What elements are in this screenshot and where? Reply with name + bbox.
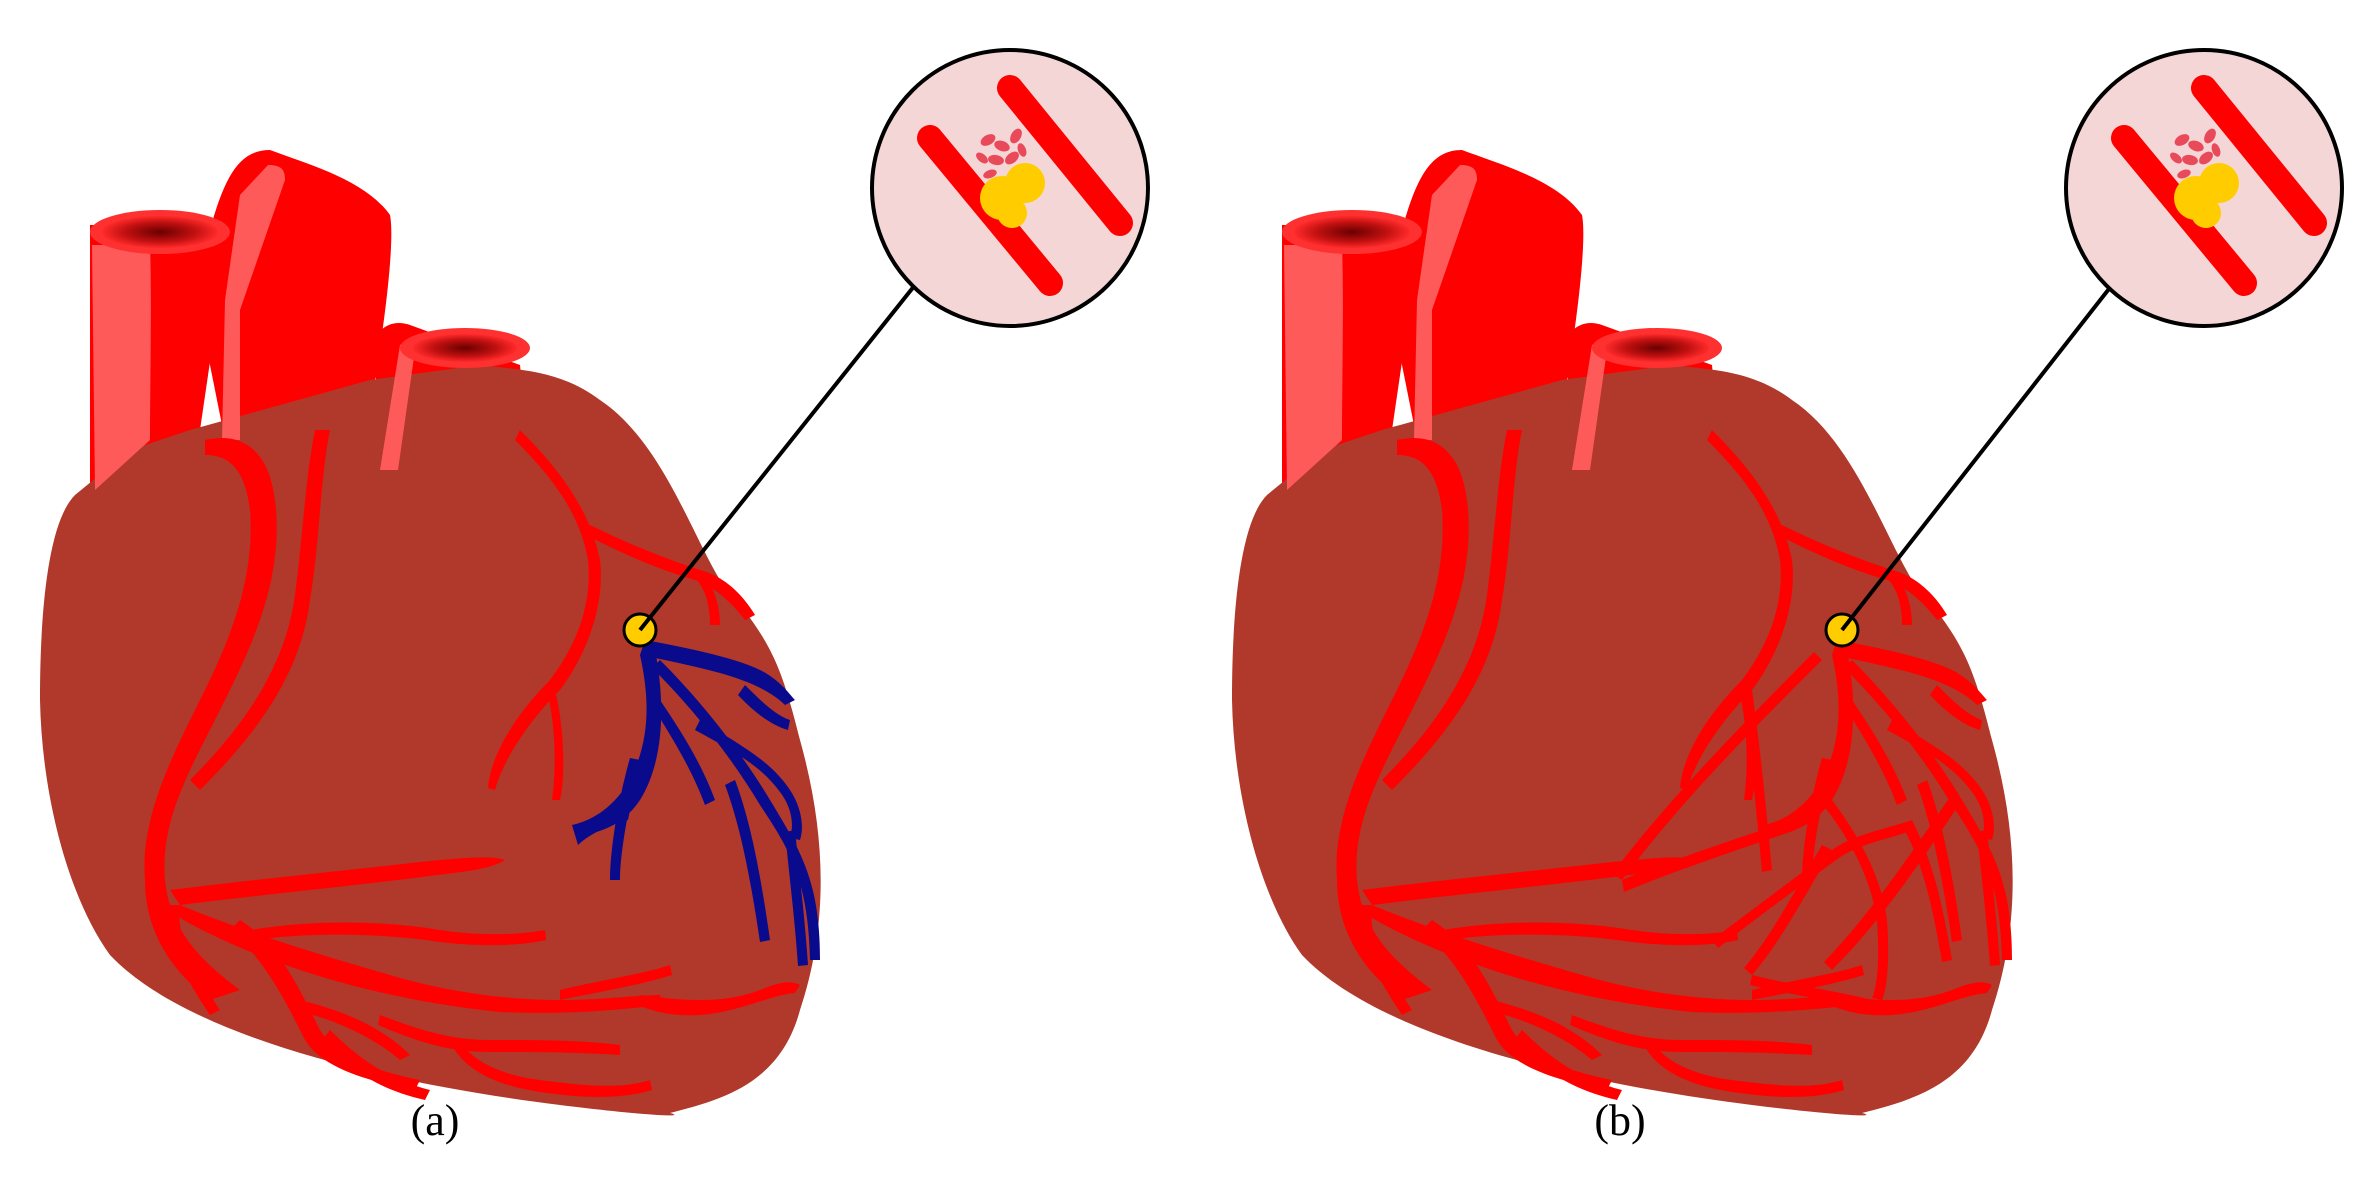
panel-a-leader-line — [638, 283, 917, 632]
panel-b-collateral-vessels — [1612, 640, 2012, 1010]
panel-a-caption: (a) — [410, 1096, 460, 1145]
panel-b-leader-line — [1840, 283, 2114, 632]
panel-a-blocked-vessels — [572, 640, 820, 966]
panel-b-caption: (b) — [1594, 1096, 1646, 1145]
panel-a-heart — [40, 50, 1148, 1116]
panel-b-heart — [1232, 50, 2342, 1116]
panel-a-magnifier-icon — [872, 50, 1148, 326]
panel-b-magnifier-icon — [2066, 50, 2342, 326]
